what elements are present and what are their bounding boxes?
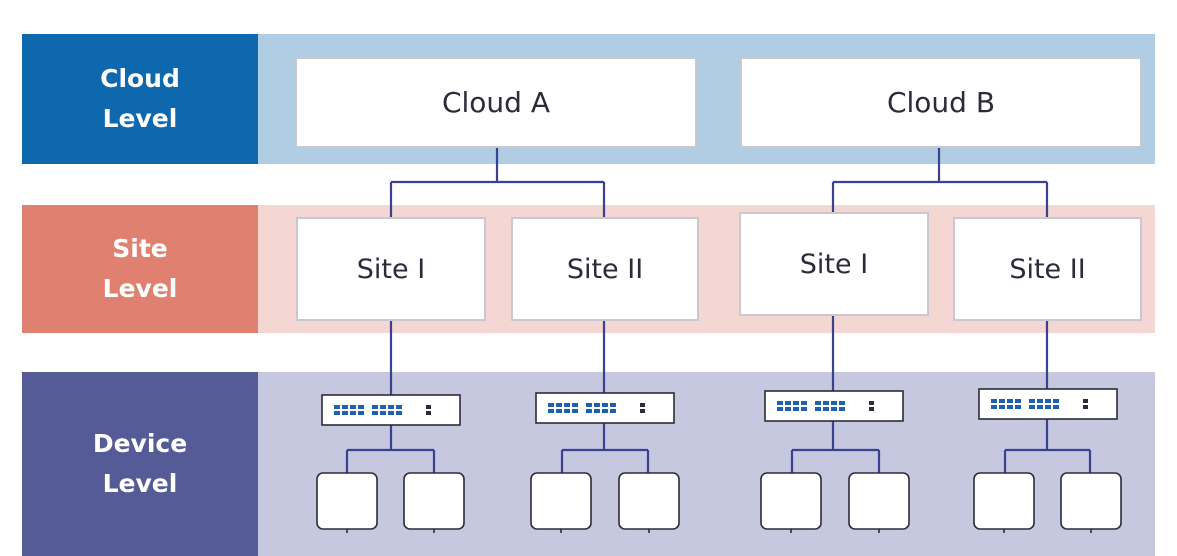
- network-switch-icon: [764, 390, 904, 422]
- cloud-a-label: Cloud A: [441, 86, 551, 119]
- connector-switch-3: [790, 421, 881, 473]
- access-point-icon: [973, 472, 1035, 533]
- site-label: Site I: [799, 248, 869, 280]
- access-point-icon: [848, 472, 910, 533]
- access-point-icon: [618, 472, 680, 533]
- device-level-label: Device Level: [22, 372, 258, 556]
- connector-switch-4: [1003, 419, 1092, 473]
- cloud-b-label: Cloud B: [886, 86, 996, 119]
- access-point-icon: [530, 472, 592, 533]
- cloud-b-box: Cloud B: [740, 57, 1142, 148]
- site-box-cloud-a-1: Site I: [296, 217, 486, 321]
- switches: [321, 388, 1118, 426]
- connector-cloud-b: [831, 148, 1049, 218]
- site-label: Site II: [566, 253, 644, 285]
- access-point-icon: [316, 472, 378, 533]
- site-level-label-line1: Site: [112, 234, 168, 263]
- cloud-level-label-line2: Level: [102, 104, 178, 133]
- cloud-level-label: Cloud Level: [22, 34, 258, 164]
- connector-cloud-a: [389, 148, 606, 218]
- site-level-label-line2: Level: [102, 274, 178, 303]
- device-level-label-line2: Level: [102, 469, 178, 498]
- access-point-icon: [403, 472, 465, 533]
- site-label: Site II: [1009, 253, 1086, 285]
- cloud-level-label-line1: Cloud: [100, 64, 180, 93]
- connector-switch-1: [345, 425, 436, 473]
- access-points: [316, 472, 1122, 533]
- network-switch-icon: [535, 392, 675, 424]
- access-point-icon: [1060, 472, 1122, 533]
- site-box-cloud-b-2: Site II: [953, 217, 1142, 321]
- cloud-a-box: Cloud A: [295, 57, 697, 148]
- connector-lines: [345, 148, 1092, 473]
- site-label: Site I: [356, 253, 426, 285]
- device-level-label-line1: Device: [92, 429, 188, 458]
- site-box-cloud-b-1: Site I: [739, 212, 929, 316]
- site-level-label: Site Level: [22, 205, 258, 333]
- connector-switch-2: [560, 423, 650, 473]
- access-point-icon: [760, 472, 822, 533]
- network-switch-icon: [978, 388, 1118, 420]
- network-switch-icon: [321, 394, 461, 426]
- site-box-cloud-a-2: Site II: [511, 217, 699, 321]
